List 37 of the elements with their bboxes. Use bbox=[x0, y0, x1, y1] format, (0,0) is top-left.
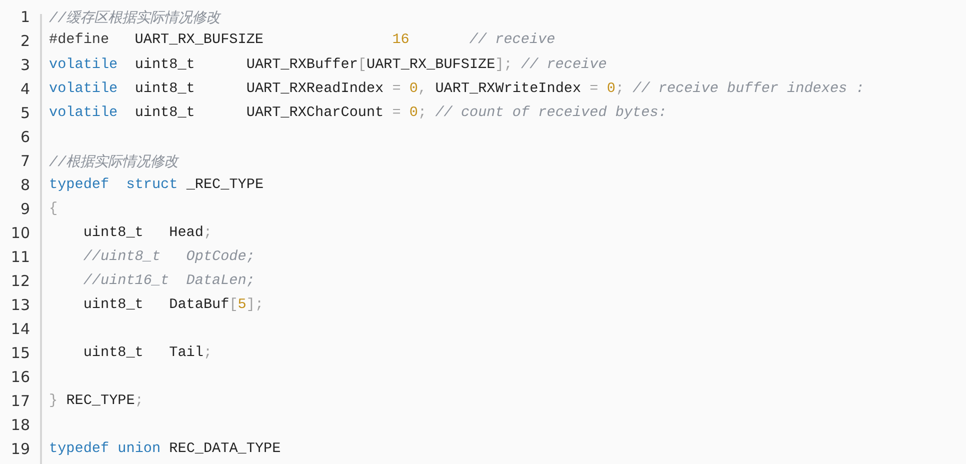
line-number: 8 bbox=[19, 176, 30, 194]
code-line: #define bbox=[49, 32, 110, 48]
code-line: //缓存区根据实际情况修改 bbox=[49, 9, 220, 26]
line-number: 15 bbox=[10, 344, 30, 362]
code-line: uint8_t DataBuf[5]; bbox=[82, 297, 264, 313]
code-line: typedef struct _REC_TYPE bbox=[49, 177, 264, 193]
line-number: 2 bbox=[19, 32, 30, 50]
code-line: 16 bbox=[392, 32, 410, 48]
line-number: 9 bbox=[19, 200, 30, 218]
code-line: //uint8_t OptCode; bbox=[82, 249, 255, 265]
line-number: 17 bbox=[10, 392, 30, 410]
code-line: { bbox=[49, 201, 58, 217]
line-number: 5 bbox=[19, 104, 30, 122]
code-line: volatile uint8_t UART_RXCharCount = 0; // count of received bytes: bbox=[49, 105, 667, 121]
line-number: 4 bbox=[19, 80, 30, 98]
code-line: uint8_t Tail; bbox=[82, 345, 212, 361]
line-number: 12 bbox=[10, 272, 30, 290]
code-line: typedef union REC_DATA_TYPE bbox=[49, 441, 281, 457]
line-number: 13 bbox=[10, 296, 30, 314]
code-line: //uint16_t DataLen; bbox=[82, 273, 255, 289]
code-line: } REC_TYPE; bbox=[49, 393, 144, 409]
line-number: 10 bbox=[10, 224, 30, 242]
line-number: 3 bbox=[19, 56, 30, 74]
line-number: 11 bbox=[10, 248, 30, 266]
code-line: //根据实际情况修改 bbox=[49, 153, 178, 170]
code-line: // receive bbox=[469, 32, 556, 48]
code-line: UART_RX_BUFSIZE bbox=[134, 32, 264, 48]
line-number: 7 bbox=[19, 152, 30, 170]
code-line: volatile uint8_t UART_RXBuffer[UART_RX_BUFSIZE]; // receive bbox=[49, 57, 607, 73]
line-number: 6 bbox=[19, 128, 30, 146]
line-number: 18 bbox=[10, 416, 30, 434]
line-number: 14 bbox=[10, 320, 30, 338]
line-number: 16 bbox=[10, 368, 30, 386]
line-number: 1 bbox=[19, 8, 30, 26]
code-line: volatile uint8_t UART_RXReadIndex = 0, UART_RXWriteIndex = 0; // receive buffer indexes : bbox=[49, 81, 864, 97]
line-number: 19 bbox=[10, 440, 30, 458]
code-line: uint8_t Head; bbox=[82, 225, 212, 241]
